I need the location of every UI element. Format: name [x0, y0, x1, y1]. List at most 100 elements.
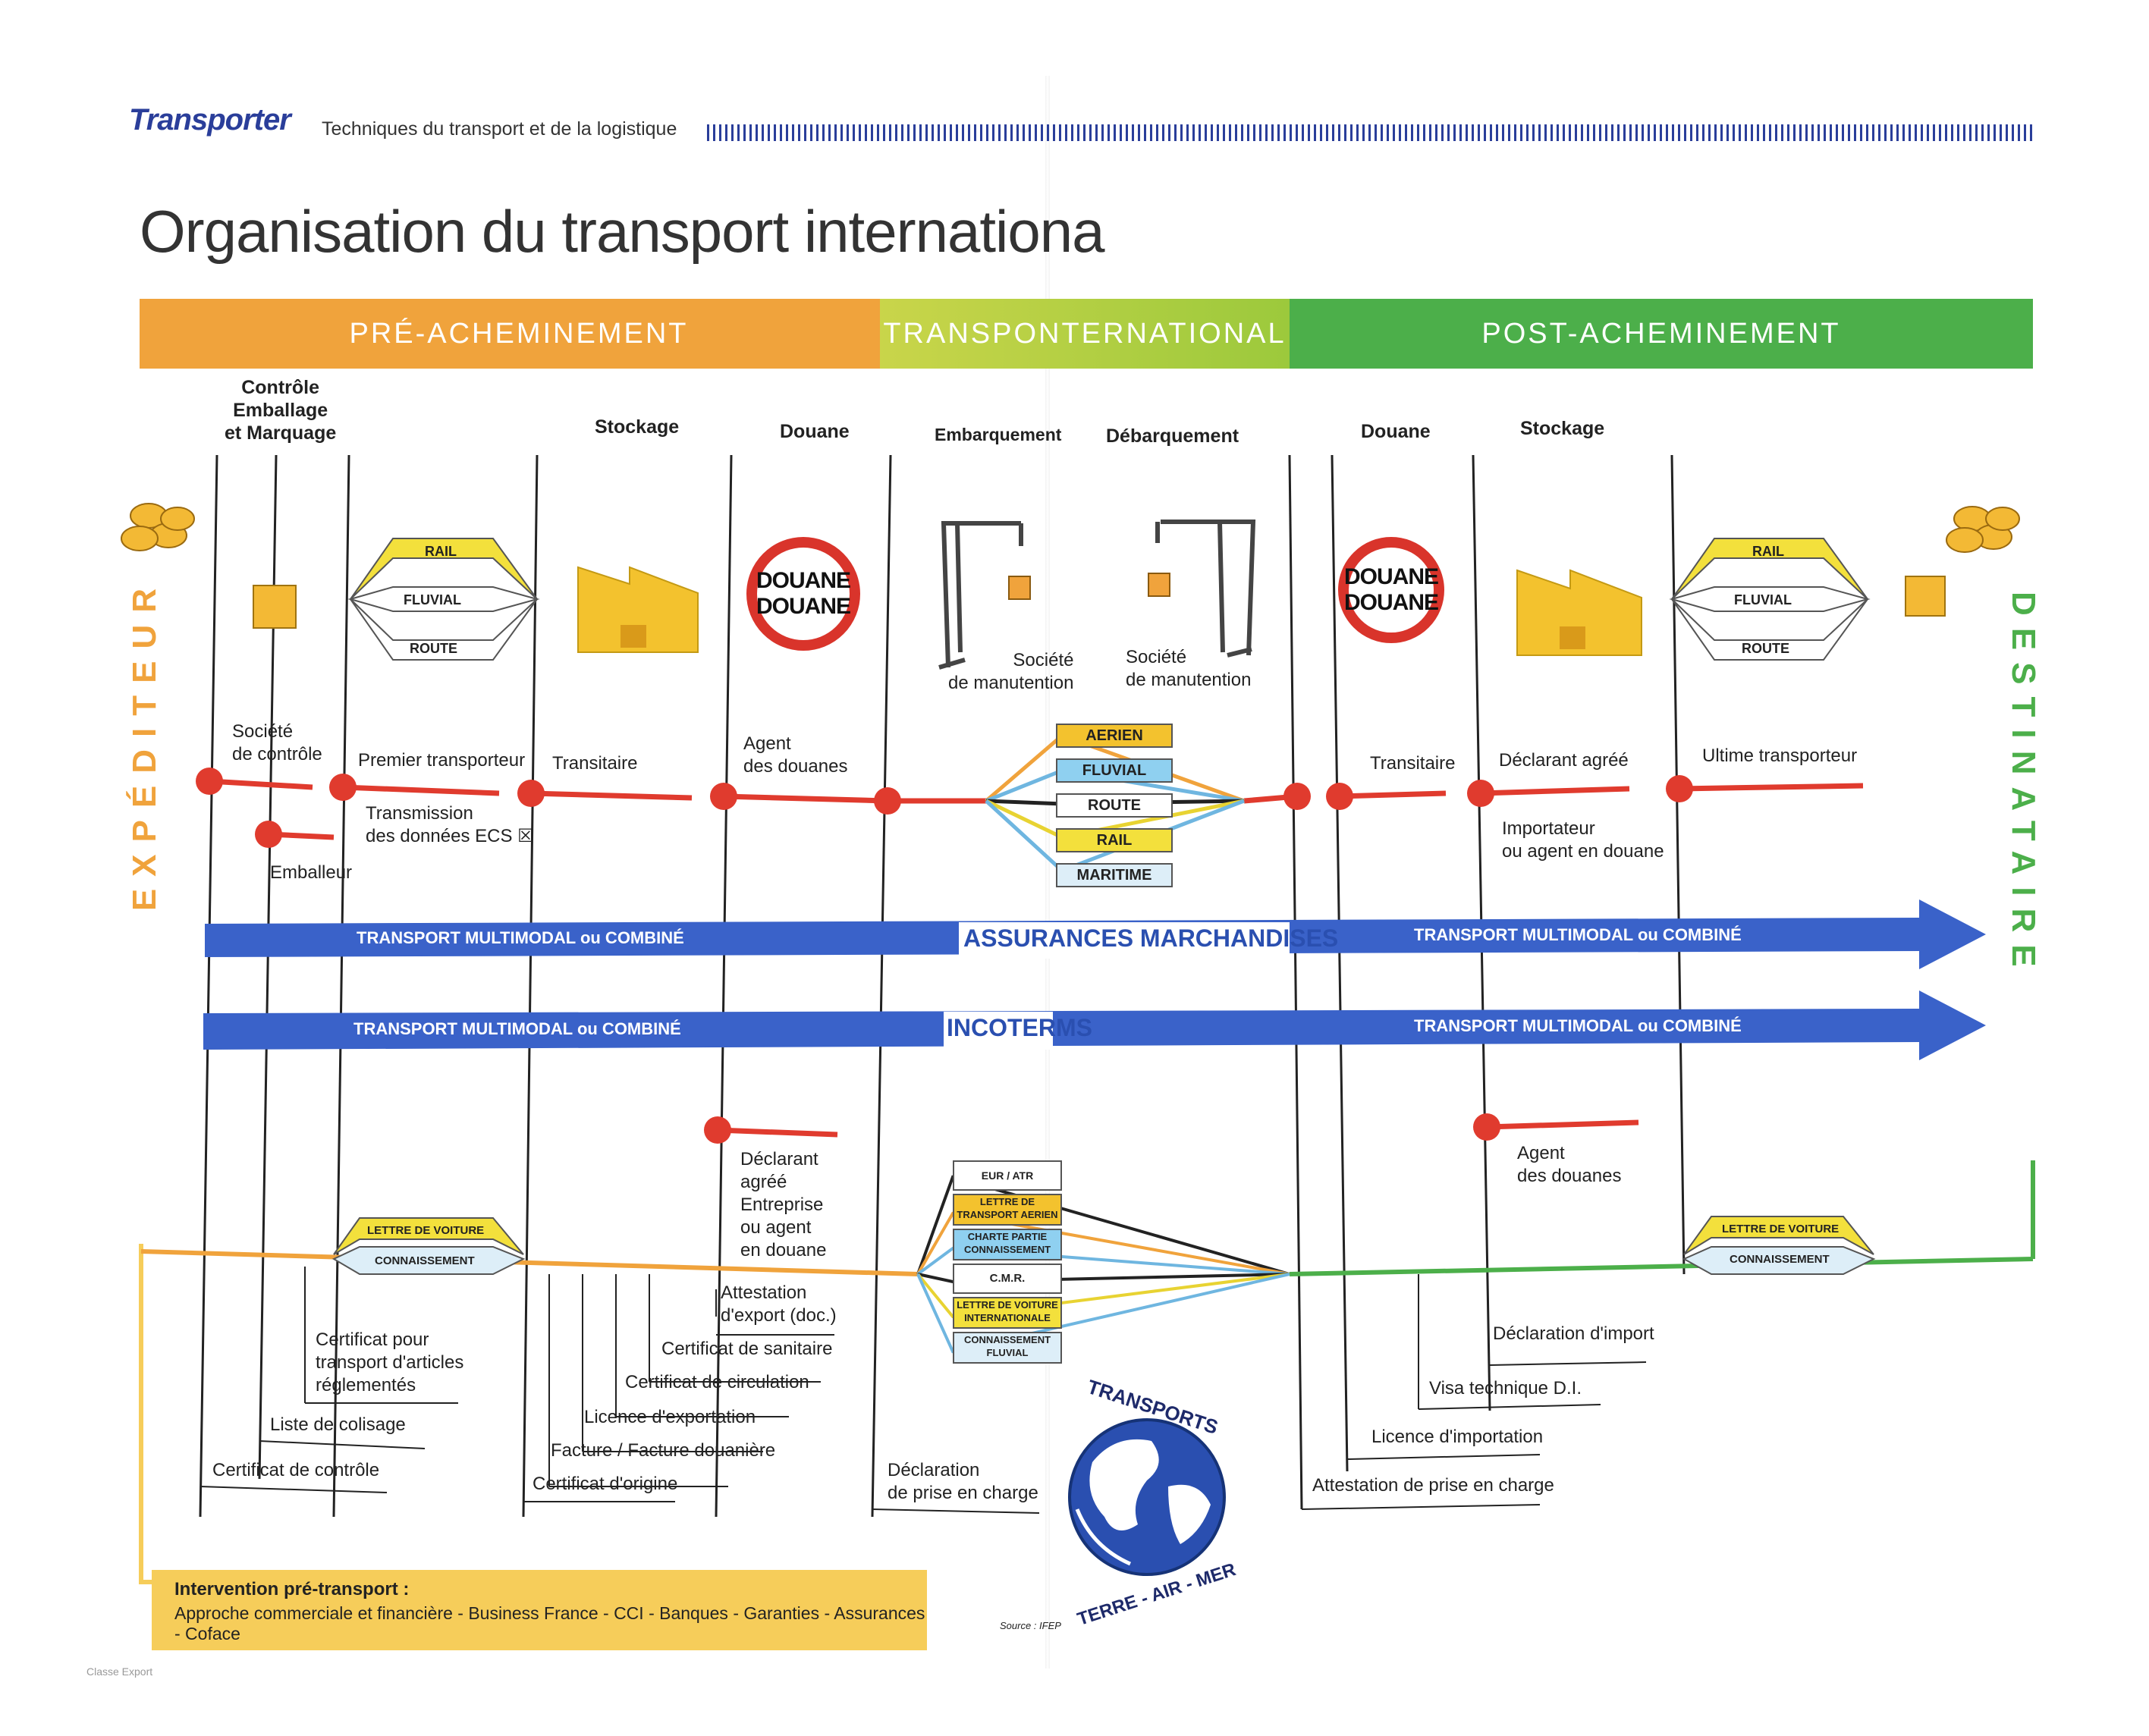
doc-intl-lvi: LETTRE DE VOITURE INTERNATIONALE [953, 1297, 1062, 1329]
goods-icon-expediteur [121, 503, 195, 551]
actor-premier-transporteur: Premier transporteur [358, 750, 526, 771]
mode-intl-route: ROUTE [1056, 793, 1173, 818]
note-title: Intervention pré-transport : [174, 1579, 410, 1599]
mode-fan-post [1669, 538, 1871, 661]
doc-attestation-export: Attestation d'export (doc.) [721, 1282, 837, 1326]
mode-intl-rail: RAIL [1056, 828, 1173, 852]
step-embarquement: Embarquement [935, 425, 1062, 444]
doc-licence-exportation: Licence d'exportation [584, 1407, 756, 1427]
intervention-note: Intervention pré-transport : Approche co… [152, 1570, 927, 1650]
mode-pre-fluvial: FLUVIAL [404, 592, 461, 607]
arrow-multimodal-2a: TRANSPORT MULTIMODAL ou COMBINÉ [353, 1019, 681, 1038]
source-label: Source : IFEP [1000, 1620, 1061, 1631]
arrow-multimodal-2b: TRANSPORT MULTIMODAL ou COMBINÉ [1414, 1016, 1742, 1035]
crane-icon-embarquement [938, 521, 1023, 670]
doc-visa-technique: Visa technique D.I. [1429, 1378, 1582, 1399]
band-transport-international: TRANSPONTERNATIONAL [880, 299, 1290, 369]
arrow-multimodal-1b: TRANSPORT MULTIMODAL ou COMBINÉ [1414, 925, 1742, 944]
blue-arrows [203, 899, 1986, 1060]
doc-liste-colisage: Liste de colisage [270, 1414, 406, 1435]
arrow-assurances: ASSURANCES MARCHANDISES [963, 925, 1339, 952]
doc-declaration-import: Déclaration d'import [1493, 1323, 1654, 1344]
actor-lines [209, 778, 1864, 1138]
expediteur-label: EXPÉDITEUR [126, 576, 163, 912]
timeline-pre [140, 1249, 919, 1276]
doc-certificat-circulation: Certificat de circulation [625, 1372, 809, 1392]
doc-pre-connaissement: CONNAISSEMENT [375, 1254, 475, 1267]
doc-attestation-prise-charge: Attestation de prise en charge [1312, 1475, 1554, 1496]
step-stockage: Stockage [595, 416, 680, 438]
step-douane-post: Douane [1361, 421, 1431, 442]
doc-certificat-controle: Certificat de contrôle [212, 1460, 380, 1480]
globe-logo [1068, 1418, 1226, 1576]
brand-title: Transporter [129, 103, 291, 137]
timeline-post [1289, 1257, 2034, 1276]
left-bracket-line [139, 1244, 152, 1584]
crane-cargo-1 [1008, 576, 1031, 600]
page-title: Organisation du transport internationa [140, 198, 1104, 265]
goods-icon-destinataire [1946, 506, 2020, 553]
header-subtitle: Techniques du transport et de la logisti… [322, 118, 677, 140]
header-ticks-left [707, 124, 1044, 141]
band-post-acheminement: POST-ACHEMINEMENT [1290, 299, 2033, 369]
actor-transitaire-post: Transitaire [1370, 753, 1456, 774]
document-leaders [200, 1267, 1647, 1514]
actor-transitaire: Transitaire [552, 753, 638, 774]
doc-post-lettre-voiture: LETTRE DE VOITURE [1722, 1223, 1840, 1235]
box-icon-destinataire [1905, 576, 1946, 617]
doc-intl-charte-partie: CHARTE PARTIE CONNAISSEMENT [953, 1229, 1062, 1260]
band-pre-acheminement: PRÉ-ACHEMINEMENT [140, 299, 898, 369]
doc-pre-lettre-voiture: LETTRE DE VOITURE [367, 1224, 485, 1237]
doc-certificat-origine: Certificat d'origine [533, 1474, 678, 1494]
destinataire-label: DESTINATAIRE [2005, 592, 2042, 979]
actor-declarant-agree: Déclarant agréé [1499, 750, 1629, 771]
doc-ribbon-pre [331, 1217, 526, 1275]
actor-manutention-2: Société de manutention [1126, 647, 1252, 690]
step-debarquement: Débarquement [1106, 425, 1239, 447]
actor-importateur: Importateur ou agent en douane [1502, 818, 1664, 862]
actor-ultime-transporteur: Ultime transporteur [1702, 746, 1858, 766]
warehouse-icon-pre [577, 566, 699, 653]
doc-intl-lta: LETTRE DE TRANSPORT AERIEN [953, 1194, 1062, 1226]
mode-intl-maritime: MARITIME [1056, 863, 1173, 887]
actor-agent-douanes-post: Agent des douanes [1517, 1143, 1622, 1186]
arrow-multimodal-1a: TRANSPORT MULTIMODAL ou COMBINÉ [357, 928, 684, 947]
doc-ribbon-post [1682, 1216, 1876, 1275]
actor-agent-douanes: Agent des douanes [743, 733, 848, 777]
mode-pre-rail: RAIL [425, 544, 457, 559]
mode-post-rail: RAIL [1752, 544, 1784, 559]
mode-post-fluvial: FLUVIAL [1734, 592, 1792, 607]
actor-declarant-export: Déclarant agréé Entreprise ou agent en d… [740, 1149, 827, 1260]
doc-intl-cmr: C.M.R. [953, 1264, 1062, 1294]
actor-transmission-ecs: Transmission des données ECS ☒ [366, 803, 534, 846]
header-ticks-right [1047, 124, 2033, 141]
crane-icon-debarquement [1155, 520, 1256, 658]
doc-declaration-prise-charge: Déclaration de prise en charge [888, 1460, 1038, 1503]
mode-pre-route: ROUTE [410, 641, 457, 656]
doc-intl-connaissement-fluvial: CONNAISSEMENT FLUVIAL [953, 1332, 1062, 1364]
doc-certificat-sanitaire: Certificat de sanitaire [661, 1339, 833, 1359]
doc-licence-importation: Licence d'importation [1371, 1427, 1544, 1447]
box-icon-controle [253, 585, 297, 629]
step-douane: Douane [780, 421, 850, 442]
mode-intl-fluvial: FLUVIAL [1056, 758, 1173, 783]
warehouse-icon-post [1516, 569, 1642, 656]
mode-post-route: ROUTE [1742, 641, 1789, 656]
crane-cargo-2 [1148, 573, 1170, 597]
actor-societe-controle: Société de contrôle [232, 721, 322, 764]
actor-manutention-1: Société de manutention [948, 650, 1074, 693]
page-fold [1045, 76, 1050, 1669]
mode-intl-aerien: AERIEN [1056, 724, 1173, 748]
actor-dots [196, 768, 1693, 1144]
mode-fan-pre [347, 538, 540, 661]
actor-emballeur: Emballeur [270, 862, 353, 883]
footer-text: Classe Export [86, 1665, 153, 1678]
step-controle: Contrôle Emballage et Marquage [225, 377, 337, 444]
doc-certificat-articles: Certificat pour transport d'articles rég… [316, 1329, 464, 1395]
doc-facture: Facture / Facture douanière [551, 1440, 776, 1461]
note-text: Approche commerciale et financière - Bus… [174, 1603, 925, 1643]
